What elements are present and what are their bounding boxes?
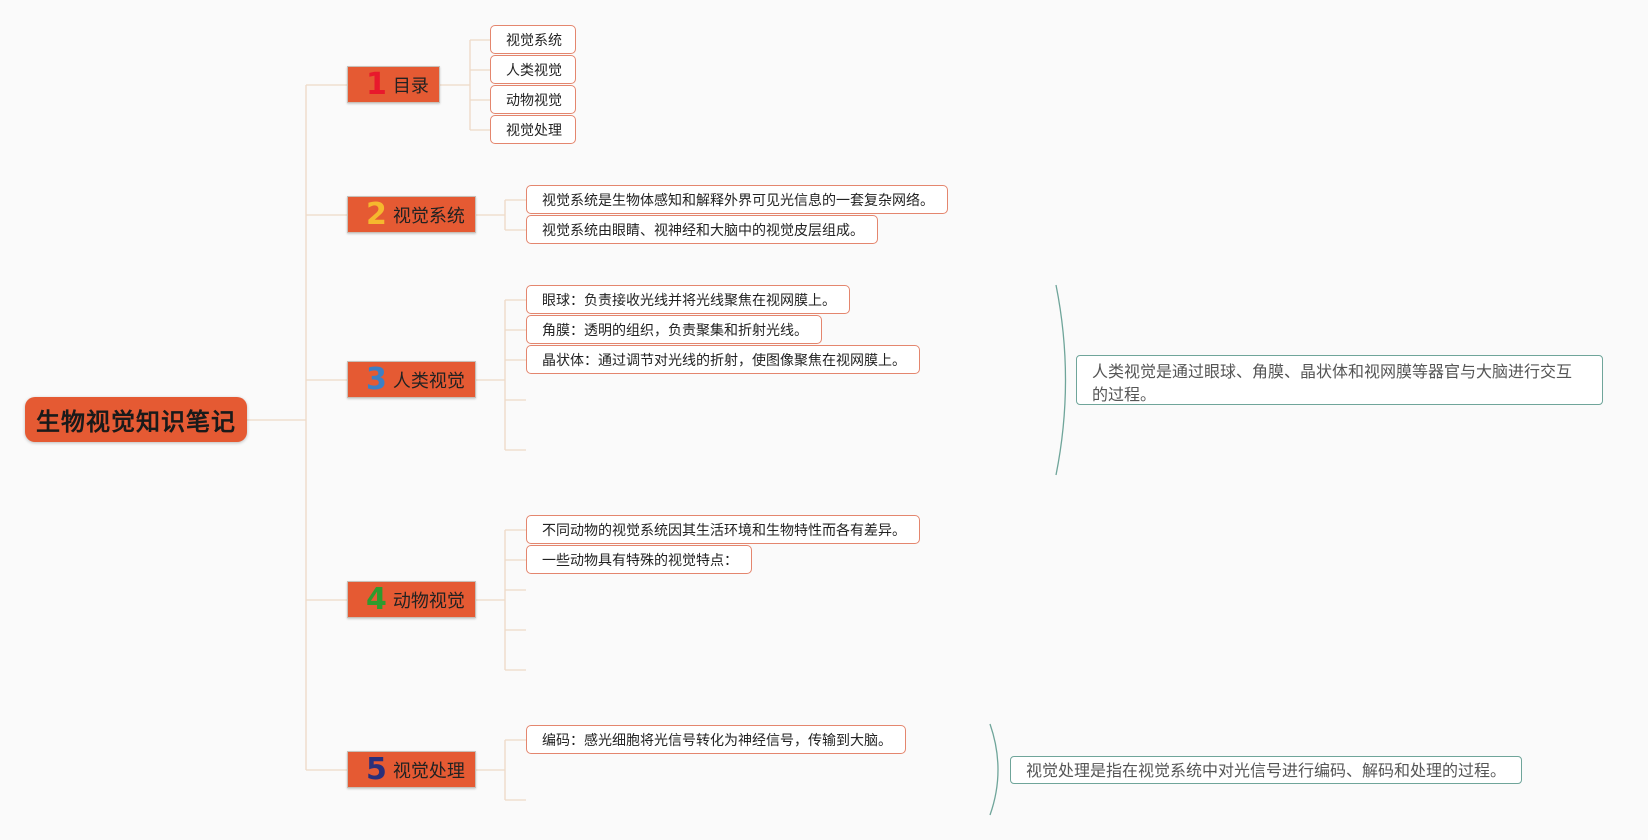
summary-bracket xyxy=(1055,284,1067,476)
branch-number-1: 1 xyxy=(366,66,387,102)
leaf-label: 人类视觉 xyxy=(506,62,562,79)
summary-label: 人类视觉是通过眼球、角膜、晶状体和视网膜等器官与大脑进行交互的过程。 xyxy=(1092,362,1573,404)
leaf-label: 眼球：负责接收光线并将光线聚焦在视网膜上。 xyxy=(542,292,836,309)
branch-label-5: 视觉处理 xyxy=(392,760,465,782)
root-topic[interactable]: 生物视觉知识笔记 xyxy=(25,397,247,442)
branch-label-2: 视觉系统 xyxy=(392,205,465,227)
leaf-topic[interactable]: 视觉系统是生物体感知和解释外界可见光信息的一套复杂网络。 xyxy=(526,185,948,214)
leaf-topic[interactable]: 眼球：负责接收光线并将光线聚焦在视网膜上。 xyxy=(526,285,850,314)
leaf-topic[interactable]: 视觉处理 xyxy=(490,115,576,144)
leaf-label: 视觉系统是生物体感知和解释外界可见光信息的一套复杂网络。 xyxy=(542,192,934,209)
leaf-topic[interactable]: 动物视觉 xyxy=(490,85,576,114)
leaf-topic[interactable]: 不同动物的视觉系统因其生活环境和生物特性而各有差异。 xyxy=(526,515,920,544)
summary-topic-visual-processing[interactable]: 视觉处理是指在视觉系统中对光信号进行编码、解码和处理的过程。 xyxy=(1010,756,1522,784)
branch-topic-1[interactable]: 1 目录 xyxy=(347,66,440,103)
branch-topic-3[interactable]: 3 人类视觉 xyxy=(347,361,476,398)
leaf-label: 动物视觉 xyxy=(506,92,562,109)
leaf-topic[interactable]: 视觉系统 xyxy=(490,25,576,54)
leaf-label: 视觉系统由眼睛、视神经和大脑中的视觉皮层组成。 xyxy=(542,222,864,239)
leaf-topic[interactable]: 晶状体：通过调节对光线的折射，使图像聚焦在视网膜上。 xyxy=(526,345,920,374)
leaf-label: 一些动物具有特殊的视觉特点： xyxy=(542,552,738,569)
leaf-topic[interactable]: 编码：感光细胞将光信号转化为神经信号，传输到大脑。 xyxy=(526,725,906,754)
leaf-label: 视觉处理 xyxy=(506,122,562,139)
leaf-topic[interactable]: 人类视觉 xyxy=(490,55,576,84)
leaf-label: 角膜：透明的组织，负责聚集和折射光线。 xyxy=(542,322,808,339)
leaf-label: 编码：感光细胞将光信号转化为神经信号，传输到大脑。 xyxy=(542,732,892,749)
leaf-topic[interactable]: 角膜：透明的组织，负责聚集和折射光线。 xyxy=(526,315,822,344)
leaf-topic[interactable]: 视觉系统由眼睛、视神经和大脑中的视觉皮层组成。 xyxy=(526,215,878,244)
branch-number-3: 3 xyxy=(366,361,387,397)
root-topic-label: 生物视觉知识笔记 xyxy=(36,408,236,436)
branch-topic-4[interactable]: 4 动物视觉 xyxy=(347,581,476,618)
leaf-label: 不同动物的视觉系统因其生活环境和生物特性而各有差异。 xyxy=(542,522,906,539)
branch-label-3: 人类视觉 xyxy=(392,370,465,392)
branch-number-4: 4 xyxy=(366,581,387,617)
leaf-label: 晶状体：通过调节对光线的折射，使图像聚焦在视网膜上。 xyxy=(542,352,906,369)
branch-number-2: 2 xyxy=(366,196,387,232)
branch-topic-5[interactable]: 5 视觉处理 xyxy=(347,751,476,788)
branch-label-1: 目录 xyxy=(392,75,429,97)
branch-number-5: 5 xyxy=(366,751,387,787)
summary-topic-human-vision[interactable]: 人类视觉是通过眼球、角膜、晶状体和视网膜等器官与大脑进行交互的过程。 xyxy=(1076,355,1603,405)
summary-label: 视觉处理是指在视觉系统中对光信号进行编码、解码和处理的过程。 xyxy=(1026,761,1507,780)
leaf-topic[interactable]: 一些动物具有特殊的视觉特点： xyxy=(526,545,752,574)
summary-bracket xyxy=(989,723,999,816)
leaf-label: 视觉系统 xyxy=(506,32,562,49)
branch-topic-2[interactable]: 2 视觉系统 xyxy=(347,196,476,233)
branch-label-4: 动物视觉 xyxy=(392,590,465,612)
